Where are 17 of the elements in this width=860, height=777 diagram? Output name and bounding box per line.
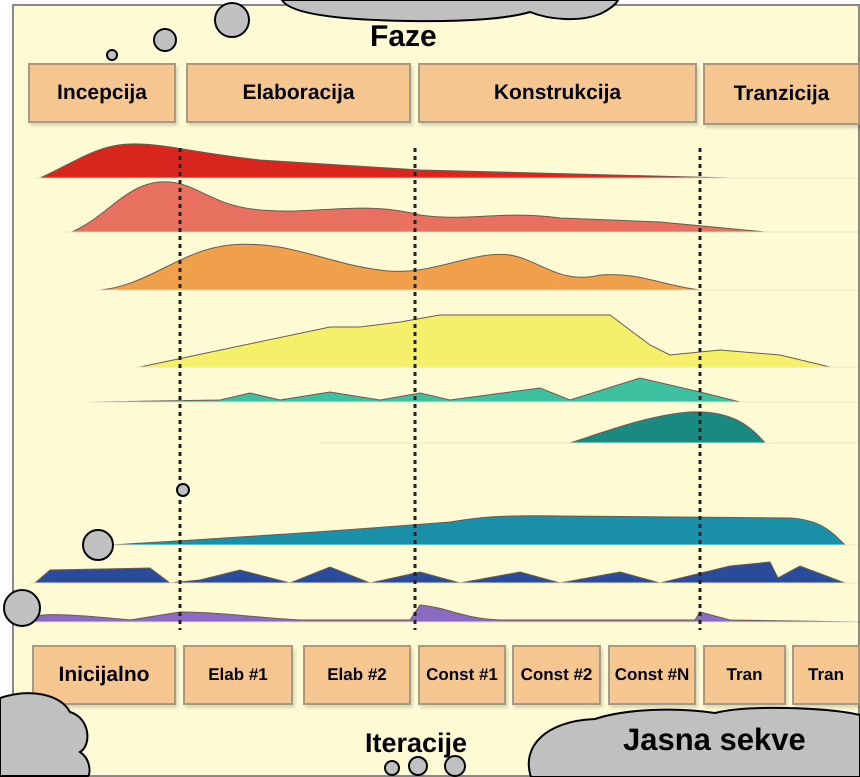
phase-box: Incepcija (28, 63, 176, 123)
iteration-box: Tran (792, 645, 860, 705)
cloud-text: Jasna sekve (623, 721, 807, 758)
iteration-box: Const #2 (512, 645, 601, 705)
phase-box: Tranzicija (703, 63, 860, 125)
iteration-box: Const #N (608, 645, 696, 705)
iteration-box: Inicijalno (32, 645, 176, 705)
iteration-box: Const #1 (418, 645, 506, 705)
thought-cloud (525, 707, 860, 777)
phase-box: Konstrukcija (418, 63, 697, 123)
iteration-box: Elab #1 (183, 645, 293, 705)
iteration-box: Elab #2 (303, 645, 411, 705)
phase-heading: Faze (370, 20, 437, 54)
thought-cloud (280, 0, 620, 22)
phase-box: Elaboracija (186, 63, 411, 123)
iteration-box: Tran (703, 645, 786, 705)
iteration-heading: Iteracije (365, 728, 468, 759)
